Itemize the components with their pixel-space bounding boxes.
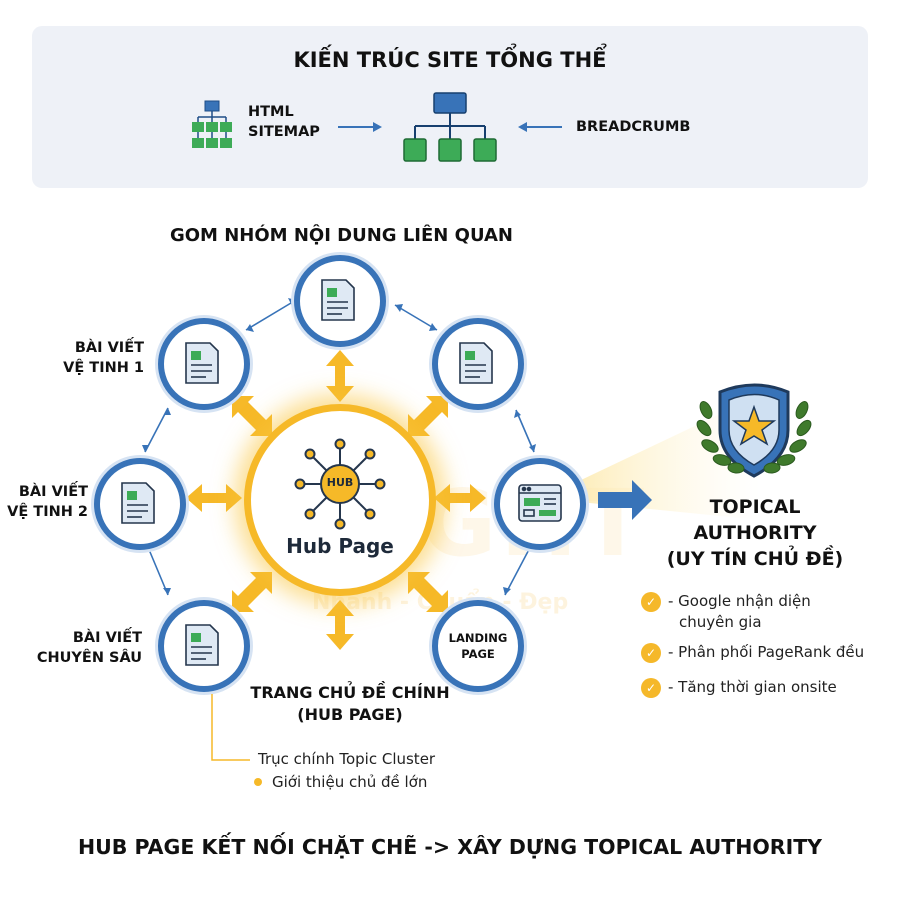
deep-article-line2: CHUYÊN SÂU — [36, 650, 142, 666]
landing-page-label: LANDING PAGE — [432, 630, 524, 662]
sitemap-label: HTML SITEMAP — [248, 102, 320, 142]
sitemap-label-line1: HTML — [248, 104, 294, 120]
benefit-1-line2: chuyên gia — [679, 613, 762, 631]
hub-caption-line2: (HUB PAGE) — [297, 705, 403, 724]
satellite-1-label: BÀI VIẾT VỆ TINH 1 — [34, 338, 144, 378]
node-webpage[interactable] — [494, 458, 586, 550]
satellite-1-line2: VỆ TINH 1 — [63, 360, 144, 376]
hub-page-node[interactable] — [244, 404, 436, 596]
sitemap-label-line2: SITEMAP — [248, 124, 320, 140]
laurel-wreath-icon — [696, 401, 812, 474]
node-landing-page[interactable] — [432, 600, 524, 692]
hub-caption: TRANG CHỦ ĐỀ CHÍNH (HUB PAGE) — [225, 682, 475, 726]
authority-title-line2: AUTHORITY — [693, 522, 817, 544]
deep-article-label: BÀI VIẾT CHUYÊN SÂU — [34, 628, 142, 668]
node-satellite-1[interactable] — [158, 318, 250, 410]
footer-tagline: HUB PAGE KẾT NỐI CHẶT CHẼ -> XÂY DỰNG TO… — [77, 835, 823, 859]
note-topic-cluster-axis: Trục chính Topic Cluster — [258, 750, 436, 768]
link-top-right — [394, 304, 438, 331]
hub-caption-line1: TRANG CHỦ ĐỀ CHÍNH — [250, 683, 450, 702]
cluster-title: GOM NHÓM NỘI DUNG LIÊN QUAN — [169, 225, 513, 246]
authority-title-line3: (UY TÍN CHỦ ĐỀ) — [666, 548, 844, 570]
node-related-article-top[interactable] — [294, 255, 386, 347]
benefit-1-line1: - Google nhận diện — [668, 592, 811, 610]
deep-article-line1: BÀI VIẾT — [72, 630, 142, 646]
benefit-item: - Google nhận diện chuyên gia — [668, 591, 811, 633]
link-right-web — [515, 409, 535, 453]
satellite-2-label: BÀI VIẾT VỆ TINH 2 — [0, 482, 88, 522]
node-deep-article[interactable] — [158, 600, 250, 692]
note-bullet-dot — [254, 778, 262, 786]
benefit-item: - Tăng thời gian onsite — [668, 678, 837, 696]
shield-star-icon — [718, 383, 790, 478]
note-intro-big-topic: Giới thiệu chủ đề lớn — [272, 773, 428, 791]
landing-label-line2: PAGE — [461, 647, 495, 661]
landing-label-line1: LANDING — [448, 631, 508, 645]
check-icon: ✓ — [641, 678, 661, 698]
satellite-1-line1: BÀI VIẾT — [74, 340, 144, 356]
authority-title-line1: TOPICAL — [709, 496, 801, 518]
benefit-item: - Phân phối PageRank đều — [668, 643, 865, 661]
satellite-2-line1: BÀI VIẾT — [18, 484, 88, 500]
node-related-article-right[interactable] — [432, 318, 524, 410]
check-icon: ✓ — [641, 643, 661, 663]
authority-title: TOPICAL AUTHORITY (UY TÍN CHỦ ĐỀ) — [660, 494, 850, 572]
link-satellite1-satellite2 — [144, 407, 169, 453]
hub-badge: HUB — [326, 476, 354, 489]
node-satellite-2[interactable] — [94, 458, 186, 550]
hub-page-label: Hub Page — [286, 534, 394, 558]
satellite-2-line2: VỆ TINH 2 — [7, 504, 88, 520]
site-architecture-title: KIẾN TRÚC SITE TỔNG THỂ — [293, 48, 607, 72]
check-icon: ✓ — [641, 592, 661, 612]
link-top-satellite1 — [245, 299, 297, 331]
breadcrumb-label: BREADCRUMB — [576, 119, 691, 135]
